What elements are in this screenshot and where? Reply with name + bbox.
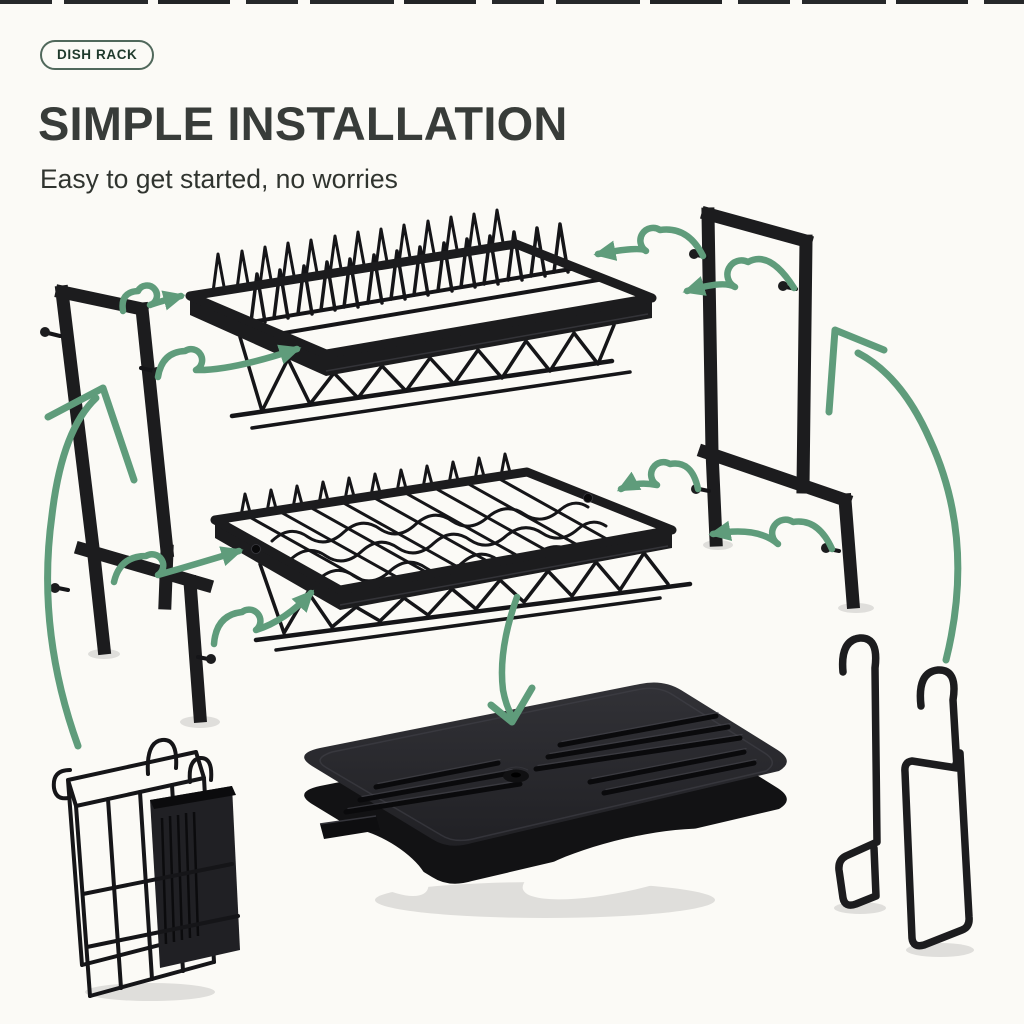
top-tier-plate-rack bbox=[185, 208, 657, 430]
page-subtitle: Easy to get started, no worries bbox=[40, 164, 398, 194]
under-basket bbox=[258, 551, 670, 635]
cup-vent-slots bbox=[160, 811, 200, 945]
loop-arrow bbox=[616, 458, 702, 493]
screw-knob bbox=[40, 327, 50, 337]
cup-hooks bbox=[835, 634, 973, 950]
loop-arrow bbox=[154, 344, 302, 381]
cup-hook-small bbox=[835, 634, 881, 909]
screw-knob bbox=[689, 249, 699, 259]
utensil-holder-basket bbox=[51, 737, 240, 998]
loop-arrow bbox=[682, 255, 798, 296]
drip-tray bbox=[304, 682, 787, 900]
basket-hooks bbox=[51, 737, 214, 801]
up-arrow-right-head bbox=[825, 326, 888, 416]
screw-hole bbox=[583, 493, 593, 503]
up-arrow-left-head bbox=[44, 384, 138, 484]
up-arrow-left bbox=[44, 394, 100, 750]
second-tier-rack bbox=[210, 452, 693, 652]
down-arrow-head bbox=[487, 684, 536, 726]
tray-spout bbox=[320, 816, 380, 839]
cup-hook-large bbox=[901, 666, 973, 950]
category-badge: DISH RACK bbox=[40, 40, 155, 70]
top-dashed-border bbox=[0, 0, 1024, 4]
left-support-frame bbox=[40, 284, 216, 723]
loop-arrow bbox=[708, 516, 836, 553]
loop-arrow bbox=[210, 589, 315, 648]
loop-arrow bbox=[593, 224, 707, 261]
loop-arrow bbox=[110, 546, 244, 586]
screw-hole bbox=[251, 544, 261, 554]
screw-knob bbox=[206, 654, 216, 664]
under-basket bbox=[238, 323, 616, 413]
loop-arrow bbox=[119, 282, 186, 315]
down-arrow bbox=[498, 593, 521, 720]
up-arrow-right bbox=[854, 349, 962, 664]
assembly-arrows bbox=[44, 224, 962, 750]
screw-knob bbox=[778, 281, 788, 291]
page-title: SIMPLE INSTALLATION bbox=[38, 97, 568, 150]
screw-knob bbox=[50, 583, 60, 593]
